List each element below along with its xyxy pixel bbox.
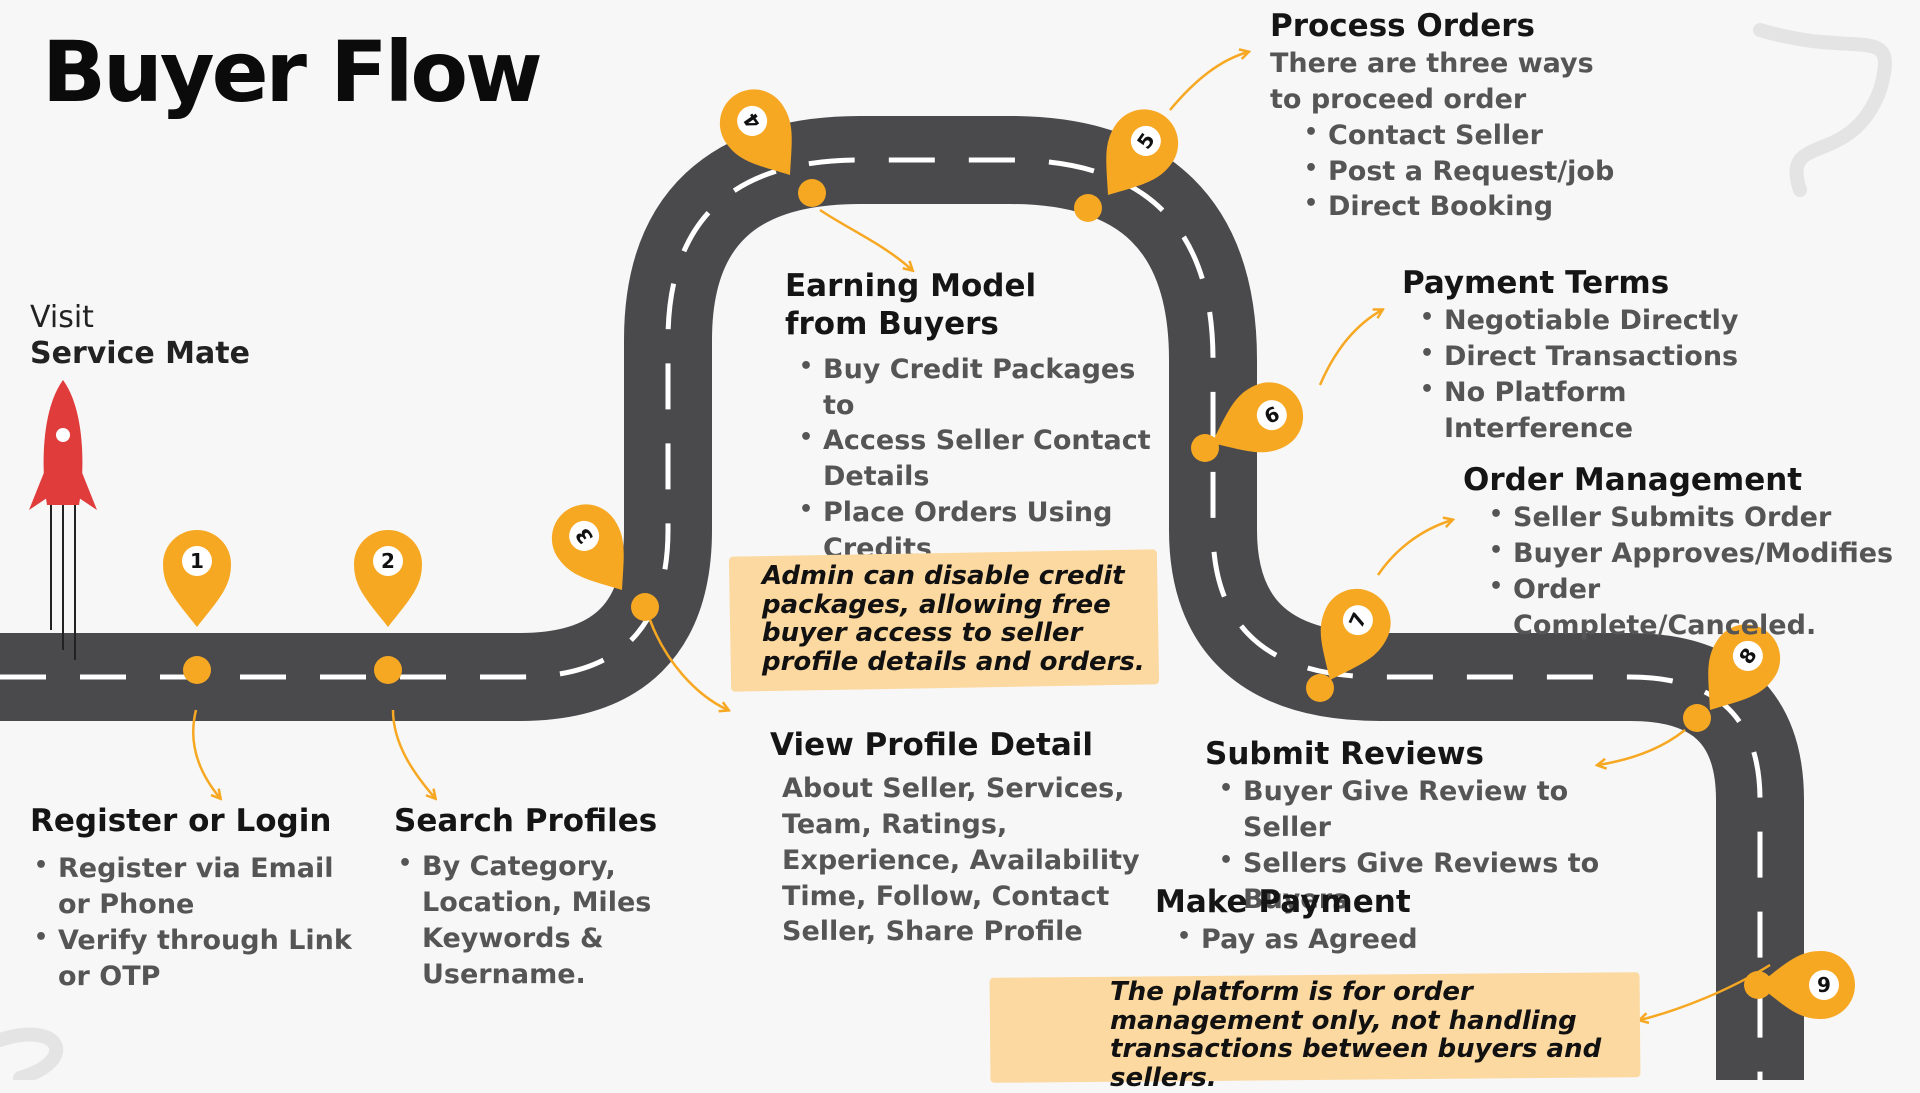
arrow-step-6 [1318,310,1382,386]
step-bullet: Direct Transactions [1416,339,1822,375]
arrow-step-3 [648,619,728,710]
arrow-step-4 [819,208,912,270]
step-bullets: Contact Seller Post a Request/job Direct… [1270,118,1650,226]
step-bullets: Buy Credit Packages to Access Seller Con… [785,352,1165,567]
step-process-orders: Process Orders There are three ways to p… [1270,8,1650,225]
step-bullet: Register via Email or Phone [30,851,370,923]
step-bullets: Pay as Agreed [1155,922,1475,958]
note-platform: The platform is for order management onl… [1110,977,1602,1093]
step-bullet: Order Complete/Canceled. [1485,572,1903,644]
step-bullets: Negotiable Directly Direct Transactions … [1402,303,1822,447]
step-bullet: Seller Submits Order [1485,500,1903,536]
map-pin-9: 9 [1758,951,1855,1019]
step-search: Search Profiles By Category, Location, M… [394,803,764,992]
road-marker [1683,704,1711,732]
step-bullets: Register via Email or Phone Verify throu… [30,851,370,995]
arrow-step-8 [1598,729,1686,765]
road-marker [1744,971,1772,999]
step-bullets: Buyer Give Review to Seller Sellers Give… [1205,774,1665,918]
step-earning-model: Earning Model from Buyers Buy Credit Pac… [785,268,1165,567]
road-marker [1191,434,1219,462]
map-pin-2: 2 [354,530,422,684]
pins: 1 2 3 4 5 6 7 [163,89,1855,1019]
map-pin-7: 7 [1320,588,1391,680]
step-bullet: Sellers Give Reviews to Buyers [1215,846,1665,918]
step-bullet: Pay as Agreed [1173,922,1475,958]
map-pin-4: 4 [719,89,792,175]
step-bullet: No Platform Interference [1416,375,1822,447]
visit-line-2: Service Mate [30,336,250,371]
map-pin-3: 3 [551,504,624,590]
step-heading: Payment Terms [1402,265,1670,301]
step-payment-terms: Payment Terms Negotiable Directly Direct… [1402,265,1822,446]
pin-number: 1 [190,549,204,573]
step-bullet: Access Seller Contact Details [795,423,1165,495]
step-heading: Order Management [1463,462,1803,498]
step-make-payment: Make Payment Pay as Agreed [1155,884,1475,958]
visit-label: Visit Service Mate [30,300,250,372]
rocket-icon [29,380,97,660]
step-bullet: Negotiable Directly [1416,303,1822,339]
step-heading: Make Payment [1155,884,1411,920]
step-bullet: Buy Credit Packages to [795,352,1165,424]
arrow-step-1 [191,709,220,798]
step-bullet: Buyer Give Review to Seller [1215,774,1665,846]
step-description: About Seller, Services, Team, Ratings, E… [782,772,1140,948]
step-bullet: Buyer Approves/Modifies [1485,536,1903,572]
map-pin-6: 6 [1212,382,1304,453]
step-submit-reviews: Submit Reviews Buyer Give Review to Sell… [1205,736,1665,917]
step-bullets: By Category, Location, Miles Keywords & … [394,849,764,993]
pin-number: 9 [1817,973,1831,997]
step-bullet: By Category, Location, Miles Keywords & … [394,849,764,993]
note-credit: Admin can disable credit packages, allow… [762,561,1145,677]
visit-line-1: Visit [30,300,94,335]
pin-number: 2 [381,549,395,573]
road-marker [631,593,659,621]
road-marker [1306,674,1334,702]
step-heading: Submit Reviews [1205,736,1484,772]
step-heading: Search Profiles [394,803,658,839]
step-heading: Process Orders [1270,8,1535,44]
step-bullet: Post a Request/job [1300,154,1650,190]
step-bullet: Verify through Link or OTP [30,923,370,995]
decorative-scribble [0,1027,64,1080]
step-order-management: Order Management Seller Submits Order Bu… [1463,462,1903,643]
step-heading: Register or Login [30,803,332,839]
road-center-line [0,157,1763,1080]
step-bullet: Direct Booking [1300,189,1650,225]
step-description: There are three ways to proceed order [1270,47,1594,115]
step-view-profile: View Profile Detail About Seller, Servic… [770,727,1140,950]
arrow-step-7 [1376,520,1452,576]
step-bullet: Contact Seller [1300,118,1650,154]
map-pin-1: 1 [163,530,231,684]
road-marker [798,179,826,207]
step-register: Register or Login Register via Email or … [30,803,370,994]
page-title: Buyer Flow [42,23,543,121]
step-heading: View Profile Detail [770,727,1094,763]
arrow-step-2 [391,709,435,798]
road-marker [1074,194,1102,222]
decorative-scribble [1753,23,1892,197]
step-bullets: Seller Submits Order Buyer Approves/Modi… [1463,500,1903,644]
map-pin-5: 5 [1106,109,1179,195]
arrow-step-5 [1169,52,1248,111]
map-pin-8: 8 [1708,624,1781,710]
step-heading: Earning Model from Buyers [785,268,1037,342]
